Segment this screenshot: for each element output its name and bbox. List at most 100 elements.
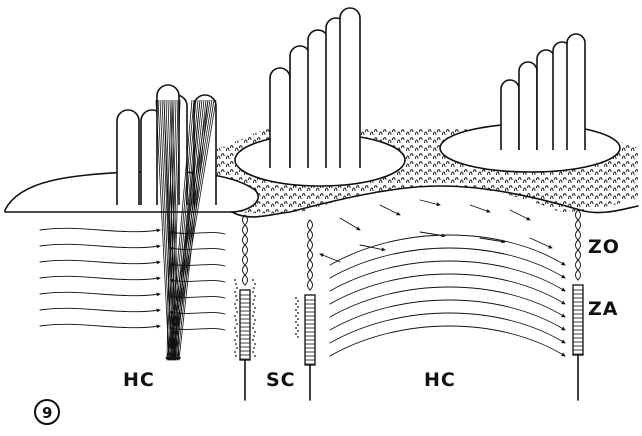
stipple-dot xyxy=(252,351,254,353)
actin-filament xyxy=(470,205,490,212)
actin-filament xyxy=(40,276,160,279)
label-supporting-cell: SC xyxy=(266,369,296,391)
zonula-occludens-strand xyxy=(576,210,579,280)
stipple-dot xyxy=(252,315,254,317)
actin-filament xyxy=(330,248,565,278)
stipple-dot xyxy=(236,299,238,301)
actin-filament xyxy=(330,261,565,291)
actin-filament xyxy=(510,210,530,220)
stereocilium xyxy=(567,34,585,150)
actin-filament xyxy=(330,287,565,317)
actin-filament xyxy=(170,248,225,250)
stipple-dot xyxy=(236,287,238,289)
stipple-dot xyxy=(295,303,297,305)
stipple-dot xyxy=(254,331,256,333)
actin-filament xyxy=(40,228,160,231)
label-zonula-occludens: ZO xyxy=(588,236,620,258)
stipple-dot xyxy=(253,287,255,289)
stipple-dot xyxy=(252,327,254,329)
stereocilium xyxy=(519,62,537,150)
actin-filament xyxy=(170,232,225,234)
stipple-dot xyxy=(297,306,299,308)
zonula-occludens-strand xyxy=(243,215,246,285)
actin-filament xyxy=(170,280,225,282)
actin-filament xyxy=(330,300,565,330)
stipple-dot xyxy=(297,324,299,326)
stipple-dot xyxy=(236,311,238,313)
actin-filament xyxy=(40,308,160,311)
stipple-dot xyxy=(235,295,237,297)
stipple-dot xyxy=(236,335,238,337)
actin-filament xyxy=(420,200,440,205)
stereocilium xyxy=(290,46,310,168)
stipple-dot xyxy=(252,291,254,293)
stipple-dot xyxy=(254,355,256,357)
stipple-dot xyxy=(253,299,255,301)
stipple-dot xyxy=(254,283,256,285)
stipple-dot xyxy=(235,331,237,333)
actin-filament xyxy=(340,218,360,230)
stipple-dot xyxy=(295,333,297,335)
stipple-dot xyxy=(253,335,255,337)
stipple-dot xyxy=(254,319,256,321)
stipple-dot xyxy=(234,339,236,341)
stipple-dot xyxy=(234,303,236,305)
zonula-occludens-strand xyxy=(578,210,581,280)
stipple-dot xyxy=(236,347,238,349)
stipple-dot xyxy=(295,297,297,299)
actin-filament xyxy=(40,324,160,327)
actin-filament xyxy=(330,274,565,304)
actin-filament xyxy=(40,292,160,295)
stipple-dot xyxy=(295,309,297,311)
stereocilium xyxy=(270,68,290,168)
stipple-dot xyxy=(295,315,297,317)
stipple-dot xyxy=(297,312,299,314)
stipple-dot xyxy=(235,319,237,321)
stipple-dot xyxy=(254,343,256,345)
zonula-occludens-strand xyxy=(308,220,311,290)
stereocilium xyxy=(340,8,360,168)
stipple-dot xyxy=(254,307,256,309)
stipple-dot xyxy=(234,351,236,353)
stipple-dot xyxy=(253,323,255,325)
stipple-dot xyxy=(235,343,237,345)
actin-filament xyxy=(330,326,565,356)
figure-number: 9 xyxy=(42,404,52,422)
stipple-dot xyxy=(297,318,299,320)
stipple-dot xyxy=(254,295,256,297)
stipple-dot xyxy=(234,327,236,329)
actin-filament xyxy=(530,238,552,248)
actin-filament xyxy=(170,264,225,266)
actin-filament xyxy=(330,313,565,343)
label-hair-cell-left: HC xyxy=(123,369,155,391)
stipple-dot xyxy=(253,311,255,313)
stipple-dot xyxy=(252,279,254,281)
stipple-dot xyxy=(252,303,254,305)
stipple-dot xyxy=(295,327,297,329)
actin-filament xyxy=(40,260,160,263)
stipple-dot xyxy=(253,347,255,349)
actin-filament xyxy=(330,235,565,265)
stereocilium xyxy=(501,80,519,150)
stipple-dot xyxy=(234,279,236,281)
stipple-dot xyxy=(234,315,236,317)
actin-filament xyxy=(40,244,160,247)
zonula-occludens-strand xyxy=(245,215,248,285)
stipple-dot xyxy=(235,283,237,285)
zonula-adherens-band xyxy=(305,295,315,365)
actin-filament xyxy=(320,254,340,262)
stereocilium xyxy=(117,110,139,205)
actin-filament xyxy=(380,205,400,215)
stipple-dot xyxy=(252,339,254,341)
stipple-dot xyxy=(234,291,236,293)
zonula-adherens-band xyxy=(573,285,583,355)
stipple-dot xyxy=(236,323,238,325)
label-zonula-adherens: ZA xyxy=(588,298,618,320)
zonula-occludens-strand xyxy=(310,220,313,290)
stipple-dot xyxy=(235,307,237,309)
stipple-dot xyxy=(235,355,237,357)
stipple-dot xyxy=(295,321,297,323)
stereocilium xyxy=(308,30,328,168)
label-hair-cell-right: HC xyxy=(424,369,456,391)
